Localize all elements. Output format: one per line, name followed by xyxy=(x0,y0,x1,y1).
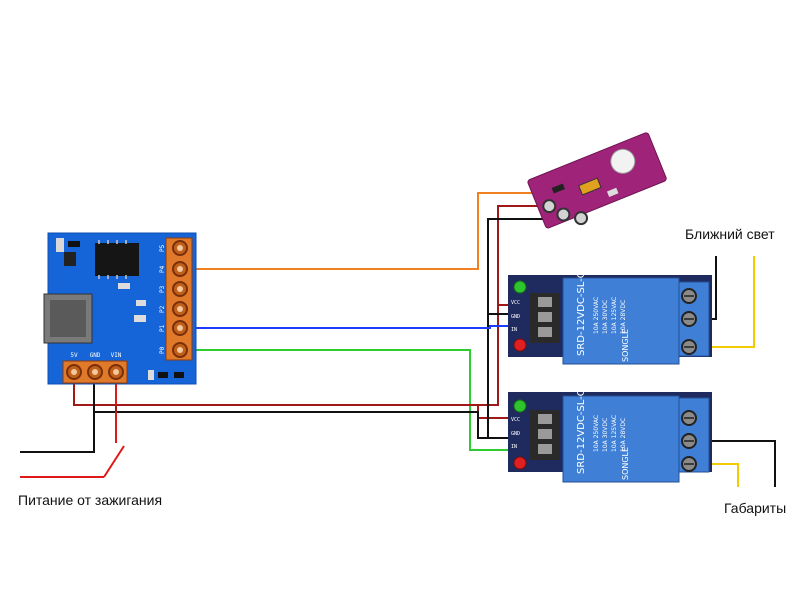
parking-lights-label: Габариты xyxy=(724,500,787,516)
power-label-vin: VIN xyxy=(111,352,122,359)
pin-label-p5: P5 xyxy=(159,244,166,252)
relay2-led-green xyxy=(513,399,527,413)
relay2-pin-gnd: GND xyxy=(511,431,520,437)
wire-red-sensor-power xyxy=(497,205,548,306)
pin-label-p2: P2 xyxy=(159,305,166,313)
relay2-brand: SONGLE xyxy=(621,447,630,480)
relay1-rating-2: 10A 30VDC xyxy=(602,300,609,334)
wire-black-parking xyxy=(690,440,776,487)
relay1-model-label: SRD-12VDC-SL-C xyxy=(576,271,587,356)
pin-label-p4: P4 xyxy=(159,265,166,273)
relay2-led-red xyxy=(513,456,527,470)
wire-black-ground-input xyxy=(20,412,95,453)
relay2-pin-vcc: VCC xyxy=(511,417,520,423)
relay1-rating-3: 10A 125VAC xyxy=(611,297,618,334)
relay2-model-label: SRD-12VDC-SL-C xyxy=(576,389,587,474)
relay1-pin-in: IN xyxy=(511,327,517,333)
power-label-gnd: GND xyxy=(90,352,101,359)
wire-black-sensor-ground xyxy=(487,218,566,315)
relay1-rating-4: 10A 28VDC xyxy=(620,300,627,334)
sensor-pin-gnd xyxy=(574,211,589,226)
relay-module-1: SRD-12VDC-SL-C 10A 250VAC 10A 30VDC 10A … xyxy=(508,271,712,365)
wire-orange-sensor-signal xyxy=(180,192,538,270)
wire-blue-relay1-signal xyxy=(180,325,515,329)
microcontroller-chip xyxy=(95,243,139,276)
relay1-pin-vcc: VCC xyxy=(511,300,520,306)
wire-black-gnd-bus xyxy=(93,372,488,439)
relay-module-2: SRD-12VDC-SL-C 10A 250VAC 10A 30VDC 10A … xyxy=(508,389,712,483)
relay2-rating-2: 10A 30VDC xyxy=(602,418,609,452)
wire-green-relay2-signal xyxy=(180,349,515,451)
relay1-pin-gnd: GND xyxy=(511,314,520,320)
relay1-led-green xyxy=(513,280,527,294)
relay1-rating-1: 10A 250VAC xyxy=(593,297,600,334)
relay2-pin-in: IN xyxy=(511,444,517,450)
ignition-switch xyxy=(103,445,125,478)
sensor-pin-signal xyxy=(542,199,557,214)
pin-label-p0: P0 xyxy=(159,346,166,354)
relay2-rating-1: 10A 250VAC xyxy=(593,415,600,452)
wire-red-relay1-power xyxy=(478,305,499,406)
relay1-brand: SONGLE xyxy=(621,329,630,362)
controller-power-header xyxy=(62,360,128,384)
sensor-photoresistor xyxy=(610,148,636,174)
pin-label-p1: P1 xyxy=(159,324,166,332)
ignition-power-label: Питание от зажигания xyxy=(18,492,163,508)
relay2-rating-3: 10A 125VAC xyxy=(611,415,618,452)
power-label-5v: 5V xyxy=(70,352,78,359)
relay1-led-red xyxy=(513,338,527,352)
low-beam-label: Ближний свет xyxy=(685,226,775,242)
light-sensor-module xyxy=(527,132,667,229)
relay2-rating-4: 10A 28VDC xyxy=(620,418,627,452)
controller-pin-header xyxy=(165,237,193,361)
sensor-pin-vcc xyxy=(556,207,571,222)
controller-board: P5 P4 P3 P2 P1 P0 5V GND VIN xyxy=(43,232,197,385)
pin-label-p3: P3 xyxy=(159,285,166,293)
